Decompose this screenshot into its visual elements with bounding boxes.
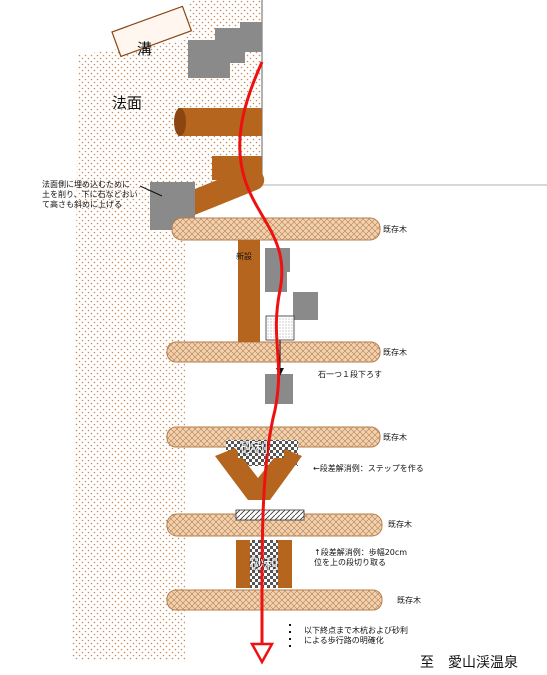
path-arrowhead (249, 642, 275, 665)
annotation-slope: 法面側に埋め込むために 土を削り、下に石などおい て高さも斜めに上げる (42, 180, 138, 209)
post-left (236, 540, 250, 588)
post-right (278, 540, 292, 588)
stone (240, 22, 262, 52)
gravel-2 (250, 540, 278, 588)
existing-log-5 (166, 589, 383, 611)
stone-original-position (265, 315, 295, 341)
existing-log-1 (171, 217, 381, 241)
existing-log-label-4: 既存木 (388, 520, 412, 529)
step-fix2-label: ↑段差解消例：歩幅20cm 位を上の段切り取る (314, 548, 408, 567)
gravel-label-1: 砂利 (240, 441, 268, 457)
existing-log-label-1: 既存木 (383, 225, 407, 234)
new-log-label: 新設 (236, 252, 252, 261)
lower-stone-label: 石一つ１段下ろす (318, 370, 382, 379)
gutter-box (111, 5, 193, 58)
log-end (174, 108, 186, 136)
existing-log-2 (166, 341, 381, 363)
existing-log-label-3: 既存木 (383, 433, 407, 442)
stone (265, 248, 290, 272)
gravel-label-2: 砂利 (250, 557, 278, 573)
gravel-1-cover (238, 444, 284, 458)
walking-path (238, 61, 284, 645)
log (178, 108, 262, 136)
step-fix-label: ←段差解消例：ステップを作る (313, 464, 424, 473)
existing-log-label-2: 既存木 (383, 348, 407, 357)
v-step (215, 448, 302, 500)
new-log (238, 240, 260, 342)
annotation-leader (139, 185, 163, 197)
bottom-note: 以下終点まで木杭および砂利 による歩行路の明確化 (304, 626, 408, 645)
destination-label: 至 愛山渓温泉 (420, 655, 518, 671)
stone (265, 272, 287, 292)
slope-label: 法面 (112, 94, 143, 112)
stone (293, 292, 318, 320)
gutter-label: 溝 (137, 40, 153, 58)
step-plate (235, 509, 305, 521)
existing-log-label-5: 既存木 (397, 596, 421, 605)
slope-area (72, 0, 262, 660)
